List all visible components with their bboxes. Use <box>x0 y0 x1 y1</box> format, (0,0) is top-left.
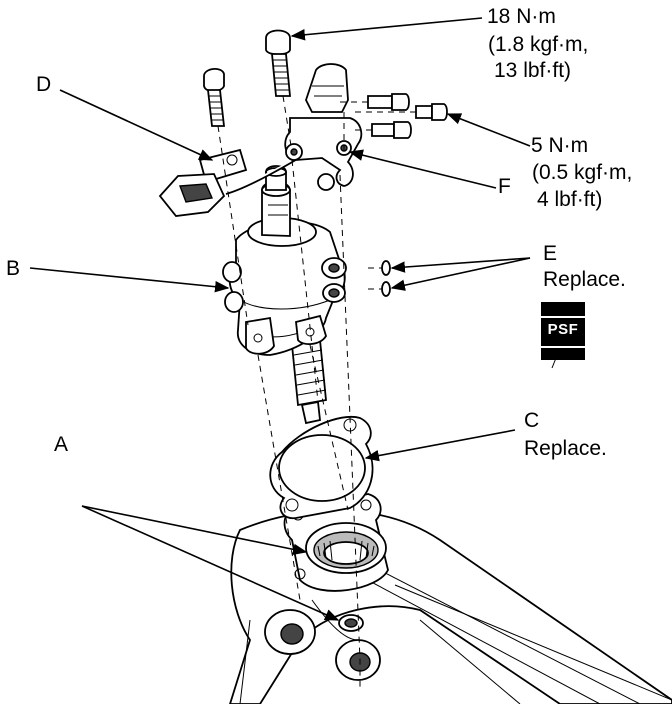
torque-5-line1: 5 N·m <box>531 134 589 157</box>
torque-5-line2: (0.5 kgf·m, <box>532 161 633 184</box>
torque-18-line1: 18 N·m <box>487 5 556 28</box>
torque-18-line3: 13 lbf·ft) <box>494 59 572 82</box>
label-c: C <box>524 409 540 432</box>
small-bolts-5nm <box>367 93 448 139</box>
bracket-f <box>284 63 363 191</box>
rack-housing <box>229 493 672 704</box>
leader-lines <box>29 17 557 621</box>
label-f: F <box>498 175 511 198</box>
label-e: E <box>543 242 558 265</box>
psf-badge-band <box>541 316 585 348</box>
bolt-18nm <box>265 29 291 97</box>
o-rings-e <box>381 260 391 297</box>
label-d: D <box>36 73 52 96</box>
label-c-note: Replace. <box>524 437 607 460</box>
torque-18-line2: (1.8 kgf·m, <box>488 33 589 56</box>
label-b: B <box>6 257 21 280</box>
torque-5-line3: 4 lbf·ft) <box>537 188 603 211</box>
gasket-c <box>269 416 374 520</box>
bolt-d <box>203 68 226 127</box>
label-e-note: Replace. <box>543 268 626 291</box>
psf-badge: PSF <box>541 302 585 360</box>
label-a: A <box>54 433 69 456</box>
psf-badge-text: PSF <box>547 321 579 338</box>
valve-body-b <box>222 165 347 425</box>
alignment-lines <box>217 95 416 690</box>
